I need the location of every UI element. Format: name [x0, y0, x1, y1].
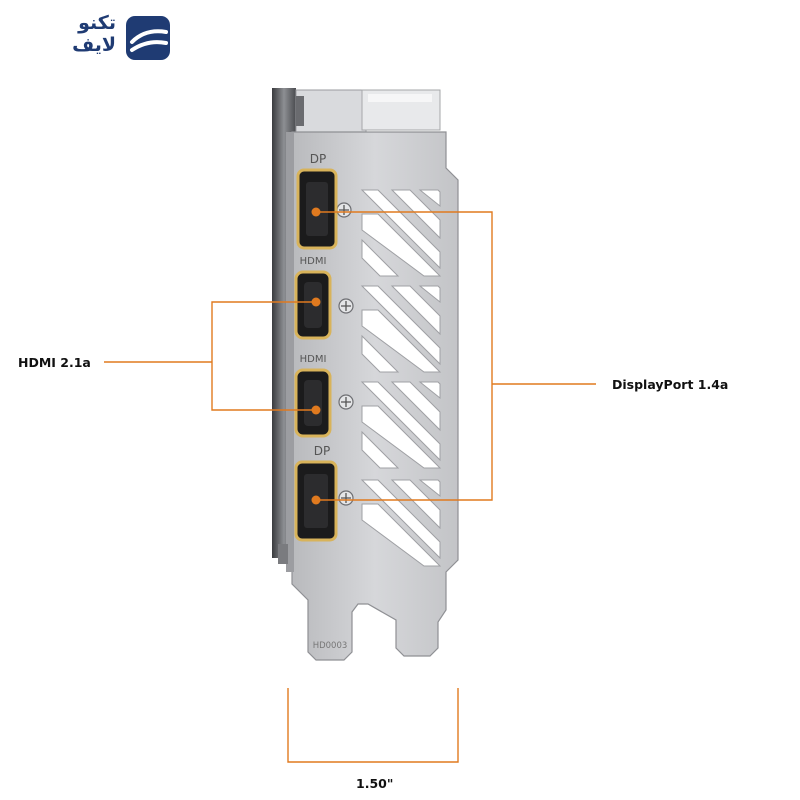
hdmi-port-2[interactable]: HDMI — [294, 354, 332, 438]
width-dimension-line — [287, 688, 459, 763]
displayport-callout-label: DisplayPort 1.4a — [612, 377, 729, 392]
width-dimension-label: 1.50" — [356, 776, 394, 791]
brand-logo-line2: لايف — [72, 34, 116, 56]
dp-port-top-label: DP — [310, 152, 326, 166]
bracket-screws — [336, 202, 354, 506]
dp-port-bottom-label: DP — [314, 444, 330, 458]
hdmi-callout-label: HDMI 2.1a — [18, 355, 91, 370]
brand-logo: تكنو لايف — [40, 12, 180, 66]
brand-logo-line1: تكنو — [78, 12, 116, 34]
hdmi-port-2-label: HDMI — [300, 354, 327, 365]
brand-logo-text: تكنو لايف — [72, 12, 116, 56]
brand-logo-mark-icon — [126, 16, 170, 60]
callout-lines — [104, 211, 596, 501]
hdmi-port-1-label: HDMI — [300, 256, 327, 267]
bracket-vents — [360, 189, 442, 567]
callout-dots — [311, 207, 321, 505]
bracket-engraving: HD0003 — [313, 641, 348, 651]
